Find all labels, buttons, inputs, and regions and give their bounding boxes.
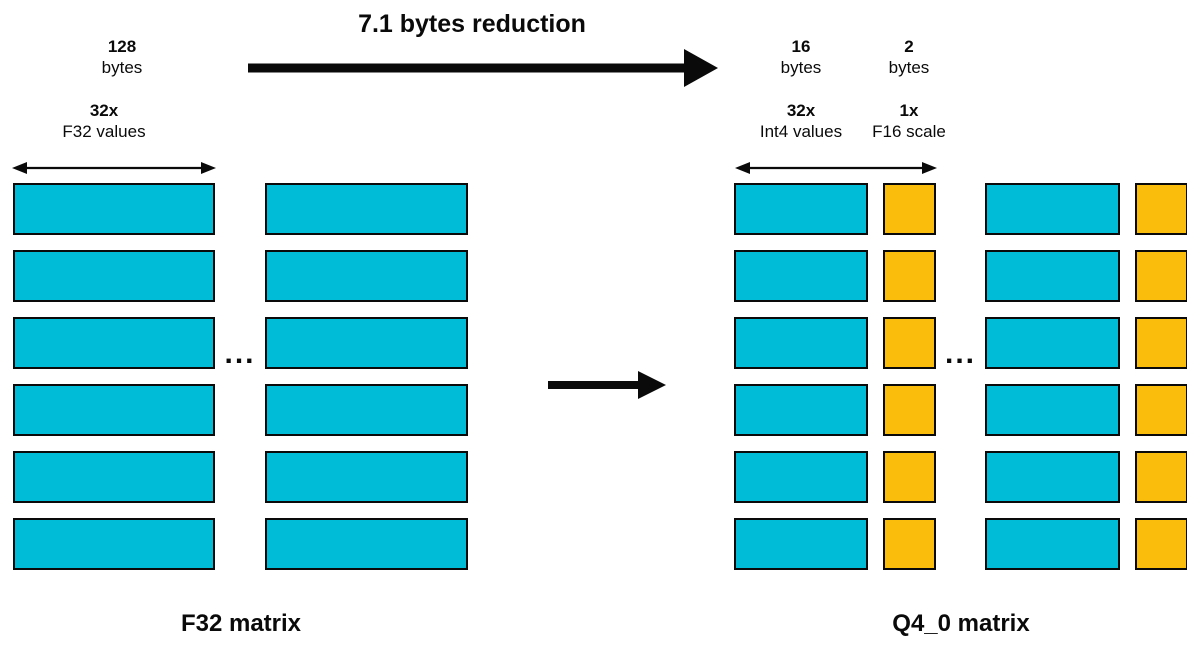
f32-row: [13, 317, 468, 369]
q4-values-count-unit: Int4 values: [759, 122, 843, 141]
q4-scale-count-unit: F16 scale: [872, 122, 946, 141]
int4-values-block: [734, 250, 868, 302]
int4-values-block: [985, 250, 1120, 302]
q4-ellipsis: ...: [944, 337, 976, 370]
q4-row: [734, 317, 1187, 369]
f32-row-width-arrow-icon: [12, 162, 216, 174]
q4-scale-bytes-value: 2: [904, 37, 914, 56]
f16-scale-block: [1135, 250, 1187, 302]
q4-row: [734, 250, 1187, 302]
f32-count-label: 32x F32 values: [24, 100, 184, 142]
f32-value-block: [13, 384, 215, 436]
q4-values-count-value: 32x: [786, 101, 816, 120]
f32-row: [13, 183, 468, 235]
int4-values-block: [985, 317, 1120, 369]
f16-scale-block: [883, 250, 936, 302]
f32-matrix-block: [13, 183, 468, 570]
int4-values-block: [734, 518, 868, 570]
q4-row: [734, 518, 1187, 570]
reduction-title: 7.1 bytes reduction: [358, 10, 586, 38]
int4-values-block: [734, 384, 868, 436]
f16-scale-block: [883, 384, 936, 436]
int4-values-block: [985, 183, 1120, 235]
f32-value-block: [265, 250, 468, 302]
f16-scale-block: [1135, 183, 1187, 235]
f32-matrix-caption: F32 matrix: [180, 610, 302, 637]
f32-row: [13, 250, 468, 302]
f32-bytes-unit: bytes: [101, 58, 143, 77]
f32-bytes-value: 128: [107, 37, 137, 56]
f32-row: [13, 518, 468, 570]
f32-value-block: [13, 518, 215, 570]
q4-values-bytes-unit: bytes: [780, 58, 822, 77]
int4-values-block: [734, 183, 868, 235]
q4-scale-count-value: 1x: [899, 101, 919, 120]
f16-scale-block: [1135, 451, 1187, 503]
int4-values-block: [985, 451, 1120, 503]
q4-row: [734, 183, 1187, 235]
q4-matrix-block: [734, 183, 1187, 570]
f32-count-value: 32x: [89, 101, 119, 120]
f32-row: [13, 451, 468, 503]
f32-bytes-label: 128 bytes: [42, 36, 202, 78]
q4-values-bytes-label: 16 bytes: [741, 36, 861, 78]
q4-values-count-label: 32x Int4 values: [731, 100, 871, 142]
int4-values-block: [985, 384, 1120, 436]
reduction-arrow-icon: [248, 49, 718, 87]
q4-values-bytes-value: 16: [791, 37, 811, 56]
q4-row: [734, 451, 1187, 503]
f16-scale-block: [883, 518, 936, 570]
f16-scale-block: [1135, 518, 1187, 570]
f16-scale-block: [1135, 317, 1187, 369]
f32-value-block: [265, 183, 468, 235]
q4-row: [734, 384, 1187, 436]
transform-arrow-icon: [548, 371, 666, 399]
f32-count-unit: F32 values: [62, 122, 146, 141]
q4-matrix-caption: Q4_0 matrix: [892, 610, 1030, 637]
int4-values-block: [985, 518, 1120, 570]
int4-values-block: [734, 317, 868, 369]
f32-row: [13, 384, 468, 436]
f32-value-block: [265, 518, 468, 570]
f16-scale-block: [883, 183, 936, 235]
q4-block-width-arrow-icon: [735, 162, 937, 174]
f32-value-block: [265, 384, 468, 436]
f32-ellipsis: ...: [224, 337, 256, 370]
f32-value-block: [265, 451, 468, 503]
f16-scale-block: [883, 451, 936, 503]
f32-value-block: [13, 317, 215, 369]
f32-value-block: [13, 183, 215, 235]
f16-scale-block: [883, 317, 936, 369]
int4-values-block: [734, 451, 868, 503]
f16-scale-block: [1135, 384, 1187, 436]
q4-scale-bytes-label: 2 bytes: [849, 36, 969, 78]
q4-scale-count-label: 1x F16 scale: [839, 100, 979, 142]
q4-scale-bytes-unit: bytes: [888, 58, 930, 77]
f32-value-block: [13, 250, 215, 302]
f32-value-block: [13, 451, 215, 503]
f32-value-block: [265, 317, 468, 369]
